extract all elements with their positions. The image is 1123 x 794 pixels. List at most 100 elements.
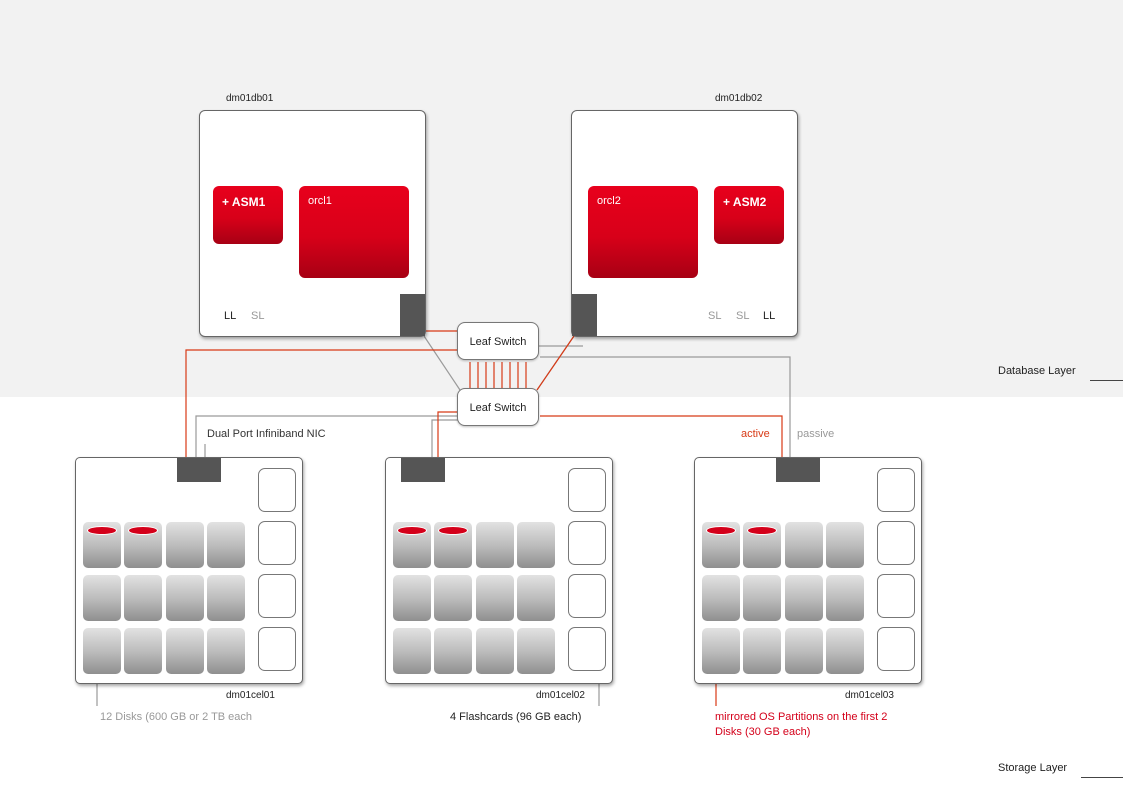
- storage-cell-1[interactable]: [75, 457, 303, 684]
- disk[interactable]: [826, 575, 864, 621]
- flash-card[interactable]: [877, 627, 915, 671]
- os-partition-marker: [438, 526, 468, 535]
- disk[interactable]: [476, 628, 514, 674]
- os-partition-marker: [747, 526, 777, 535]
- leaf-switch-1[interactable]: Leaf Switch: [457, 322, 539, 360]
- wire-leaf2-cel01: [195, 415, 458, 460]
- disk[interactable]: [517, 628, 555, 674]
- db2-link-ll: LL: [763, 310, 776, 322]
- storage-layer-rule: [1081, 777, 1123, 778]
- cell-3-label: dm01cel03: [845, 690, 894, 701]
- flash-card[interactable]: [877, 574, 915, 618]
- storage-cell-3[interactable]: [694, 457, 922, 684]
- wire-leaf2-cel03-active: [540, 415, 783, 460]
- disk[interactable]: [743, 522, 781, 568]
- disk[interactable]: [434, 522, 472, 568]
- storage-layer-label: Storage Layer: [998, 762, 1068, 774]
- disk[interactable]: [207, 628, 245, 674]
- disk[interactable]: [166, 522, 204, 568]
- disk[interactable]: [124, 575, 162, 621]
- cell-1-label: dm01cel01: [226, 690, 275, 701]
- disk[interactable]: [826, 628, 864, 674]
- disk[interactable]: [83, 628, 121, 674]
- db-node-1-label: dm01db01: [226, 93, 274, 104]
- disk[interactable]: [393, 575, 431, 621]
- os-partition-marker: [706, 526, 736, 535]
- nic-annotation: Dual Port Infiniband NIC: [207, 428, 326, 440]
- disk[interactable]: [702, 628, 740, 674]
- db1-ib-port: [400, 294, 425, 336]
- db1-link-sl: SL: [251, 310, 265, 322]
- flash-card[interactable]: [877, 521, 915, 565]
- disks-annotation: 12 Disks (600 GB or 2 TB each: [100, 711, 253, 723]
- disk[interactable]: [826, 522, 864, 568]
- disk[interactable]: [702, 522, 740, 568]
- disk[interactable]: [702, 575, 740, 621]
- os-partition-marker: [397, 526, 427, 535]
- disk[interactable]: [785, 628, 823, 674]
- wire-db01-leaf2: [423, 335, 461, 391]
- db1-link-ll: LL: [224, 310, 237, 322]
- database-layer-label: Database Layer: [998, 365, 1076, 377]
- disk[interactable]: [743, 628, 781, 674]
- wire-leaf1-cel03-passive: [540, 356, 791, 460]
- flash-card[interactable]: [258, 574, 296, 618]
- disk[interactable]: [393, 522, 431, 568]
- disk[interactable]: [124, 522, 162, 568]
- cell-2-label: dm01cel02: [536, 690, 585, 701]
- flash-card[interactable]: [258, 468, 296, 512]
- infiniband-port: [177, 458, 221, 482]
- inter-switch-links: [469, 362, 527, 388]
- wire-db02-leaf1-active: [536, 335, 575, 391]
- disk[interactable]: [434, 575, 472, 621]
- storage-cell-2[interactable]: [385, 457, 613, 684]
- passive-label: passive: [797, 428, 835, 440]
- wire-leaf2-cel02: [431, 419, 458, 460]
- flash-annotation: 4 Flashcards (96 GB each): [450, 711, 582, 723]
- disk[interactable]: [166, 575, 204, 621]
- orcl2-instance[interactable]: orcl2: [588, 186, 698, 278]
- os-partition-marker: [87, 526, 117, 535]
- flash-card[interactable]: [258, 627, 296, 671]
- flash-card[interactable]: [568, 521, 606, 565]
- flash-card[interactable]: [258, 521, 296, 565]
- disk[interactable]: [393, 628, 431, 674]
- database-layer-band: [0, 0, 1123, 397]
- disk[interactable]: [476, 575, 514, 621]
- asm2-instance[interactable]: + ASM2: [714, 186, 784, 244]
- flash-card[interactable]: [568, 574, 606, 618]
- disk[interactable]: [83, 575, 121, 621]
- orcl1-instance[interactable]: orcl1: [299, 186, 409, 278]
- disk[interactable]: [785, 522, 823, 568]
- disk[interactable]: [207, 522, 245, 568]
- flash-card[interactable]: [568, 627, 606, 671]
- disk[interactable]: [743, 575, 781, 621]
- db-node-1[interactable]: + ASM1 orcl1 LL SL: [199, 110, 426, 337]
- db2-ib-port: [572, 294, 597, 336]
- flash-card[interactable]: [568, 468, 606, 512]
- wire-leaf1-cel01: [185, 349, 458, 460]
- disk[interactable]: [476, 522, 514, 568]
- disk[interactable]: [434, 628, 472, 674]
- asm1-instance[interactable]: + ASM1: [213, 186, 283, 244]
- mirrored-annotation-line2: Disks (30 GB each): [715, 726, 811, 738]
- disk[interactable]: [785, 575, 823, 621]
- flash-card[interactable]: [877, 468, 915, 512]
- infiniband-port: [401, 458, 445, 482]
- os-partition-marker: [128, 526, 158, 535]
- db2-link-sl-1: SL: [708, 310, 722, 322]
- disk[interactable]: [83, 522, 121, 568]
- infiniband-port: [776, 458, 820, 482]
- db2-link-sl-2: SL: [736, 310, 750, 322]
- disk[interactable]: [166, 628, 204, 674]
- leaf-switch-2[interactable]: Leaf Switch: [457, 388, 539, 426]
- disk[interactable]: [207, 575, 245, 621]
- db-node-2[interactable]: orcl2 + ASM2 SL SL LL: [571, 110, 798, 337]
- disk[interactable]: [517, 522, 555, 568]
- database-layer-rule: [1090, 380, 1123, 381]
- mirrored-annotation-line1: mirrored OS Partitions on the first 2: [715, 711, 888, 723]
- disk[interactable]: [517, 575, 555, 621]
- active-label: active: [741, 428, 770, 440]
- disk[interactable]: [124, 628, 162, 674]
- wire-leaf1-cel02: [437, 411, 462, 460]
